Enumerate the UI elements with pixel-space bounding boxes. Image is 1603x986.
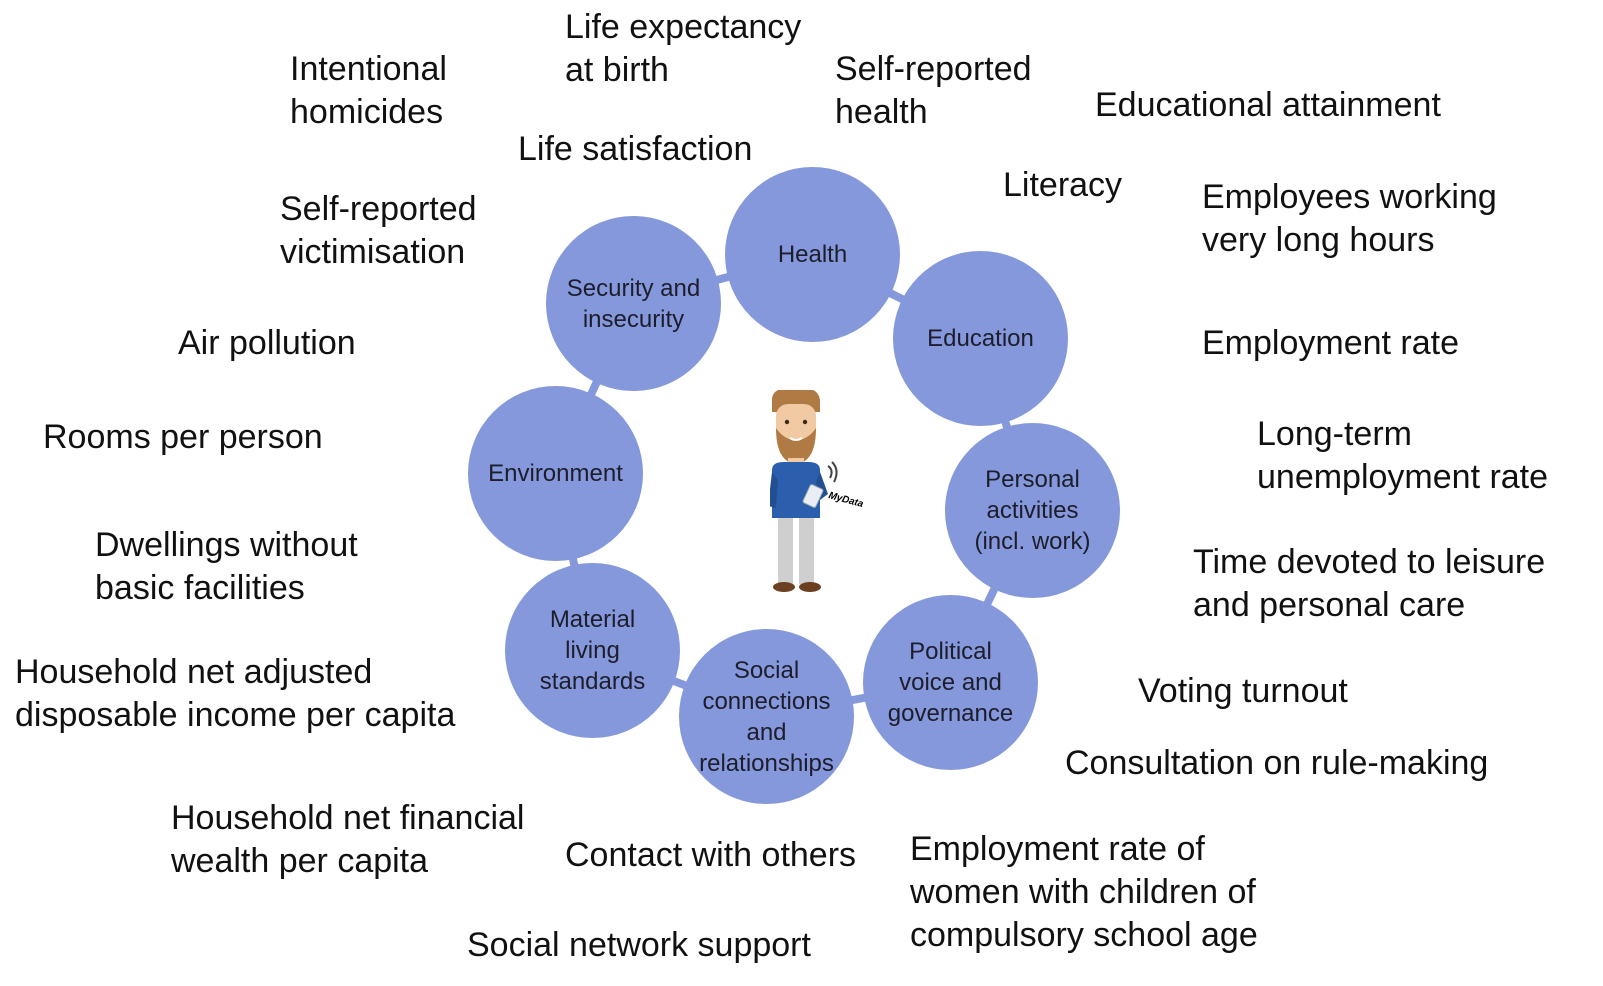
- dimension-label: Social connections and relationships: [699, 656, 834, 777]
- dimension-health: Health: [725, 167, 900, 342]
- indicator-time-leisure: Time devoted to leisure and personal car…: [1193, 543, 1546, 624]
- indicator-voting-turnout: Voting turnout: [1138, 672, 1348, 710]
- indicator-household-income: Household net adjusted disposable income…: [15, 653, 456, 734]
- indicator-contact-with-others: Contact with others: [565, 836, 857, 874]
- indicator-long-term-unemployment: Long-term unemployment rate: [1257, 415, 1549, 496]
- indicator-self-reported-health: Self-reported health: [835, 50, 1032, 131]
- indicator-educational-attainment: Educational attainment: [1095, 86, 1441, 124]
- dimension-personal-activities: Personal activities (incl. work): [945, 423, 1120, 598]
- dimension-label: Environment: [488, 460, 623, 487]
- dimension-label: Health: [777, 241, 848, 268]
- dimension-label: Material living standards: [539, 606, 646, 695]
- indicator-intentional-homicides: Intentional homicides: [290, 50, 447, 131]
- indicator-employment-women-children: Employment rate of women with children o…: [910, 830, 1258, 954]
- dimension-label: Political voice and governance: [887, 638, 1014, 727]
- indicator-employees-long-hours: Employees working very long hours: [1202, 178, 1497, 259]
- dimension-political-voice: Political voice and governance: [863, 595, 1038, 770]
- dimension-education: Education: [893, 251, 1068, 426]
- dimension-material-living: Material living standards: [505, 563, 680, 738]
- indicator-life-satisfaction: Life satisfaction: [518, 130, 753, 168]
- indicator-literacy: Literacy: [1003, 166, 1123, 204]
- indicator-consultation-rule-making: Consultation on rule-making: [1065, 744, 1489, 782]
- dimension-label: Security and insecurity: [566, 274, 701, 333]
- indicator-employment-rate: Employment rate: [1202, 324, 1459, 362]
- indicator-air-pollution: Air pollution: [178, 324, 356, 362]
- person-illustration: MyData: [770, 390, 865, 592]
- indicator-self-reported-victimisation: Self-reported victimisation: [280, 190, 477, 271]
- dimension-security: Security and insecurity: [546, 216, 721, 391]
- indicator-household-wealth: Household net financial wealth per capit…: [171, 799, 525, 880]
- dimension-label: Personal activities (incl. work): [974, 466, 1091, 555]
- indicator-dwellings-without-facilities: Dwellings without basic facilities: [95, 526, 358, 607]
- dimension-environment: Environment: [468, 386, 643, 561]
- mydata-badge-label: MyData: [827, 490, 865, 510]
- indicator-social-network-support: Social network support: [467, 926, 811, 964]
- dimension-label: Education: [927, 325, 1034, 352]
- indicator-life-expectancy: Life expectancy at birth: [565, 8, 802, 89]
- indicator-rooms-per-person: Rooms per person: [43, 418, 323, 456]
- dimension-social-connections: Social connections and relationships: [679, 629, 854, 804]
